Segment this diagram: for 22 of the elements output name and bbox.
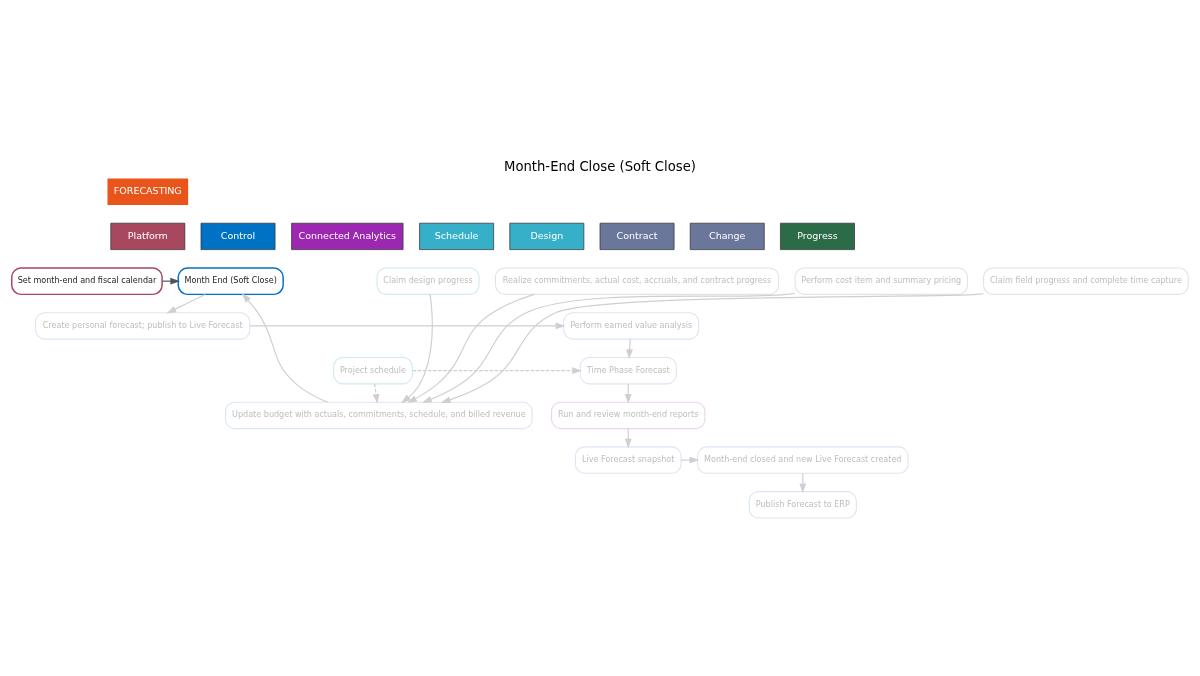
node-box: Connected Analytics bbox=[291, 222, 404, 250]
arrow bbox=[799, 472, 807, 494]
label: FORECASTING bbox=[113, 185, 182, 197]
node-box: Platform bbox=[110, 222, 186, 250]
arrow bbox=[401, 293, 433, 404]
arrow bbox=[680, 456, 700, 464]
arrow bbox=[241, 293, 329, 403]
arrow bbox=[422, 292, 796, 403]
diagram-title: Month-End Close (Soft Close) bbox=[504, 159, 696, 175]
node-box: Schedule bbox=[419, 222, 494, 250]
node-box: Control bbox=[200, 222, 276, 250]
arrow bbox=[372, 383, 380, 404]
arrow bbox=[626, 338, 634, 360]
arrow bbox=[407, 293, 535, 403]
node-box: Contract bbox=[599, 222, 675, 250]
arrow bbox=[411, 367, 582, 375]
arrow bbox=[166, 293, 206, 314]
arrow bbox=[249, 322, 566, 330]
node-box: Change bbox=[689, 222, 765, 250]
node-box: Design bbox=[509, 222, 585, 250]
arrow bbox=[440, 293, 985, 403]
node-box: Progress bbox=[780, 222, 855, 250]
